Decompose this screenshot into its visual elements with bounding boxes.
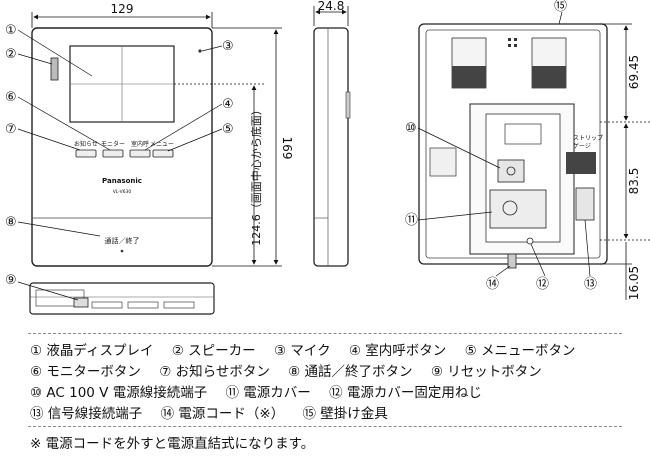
- callout-5: ⑤: [222, 122, 234, 137]
- back-middle-dim: 83.5: [627, 168, 641, 195]
- button-label-monitor: モニター: [101, 140, 125, 148]
- power-cover: [489, 189, 547, 229]
- bottom-view: ⑨: [5, 273, 215, 315]
- callout-1: ①: [5, 23, 17, 38]
- legend-item: ① 液晶ディスプレイ: [30, 343, 154, 359]
- callout-8: ⑧: [5, 215, 17, 230]
- reset-button: [73, 297, 89, 308]
- microphone: [198, 49, 202, 53]
- legend-divider-top: [28, 333, 622, 334]
- legend-row: ① 液晶ディスプレイ ② スピーカー ③ マイク ④ 室内呼ボタン ⑤ メニュー…: [30, 341, 630, 362]
- model-label: VL-V630: [113, 189, 132, 195]
- button-label-notice: お知らせ: [74, 140, 98, 148]
- signal-terminal: [575, 187, 595, 221]
- legend-item: ⑧ 通話／終了ボタン: [288, 364, 413, 380]
- callout-9: ⑨: [5, 273, 17, 288]
- front-view: 129 お知らせ モニター 室内呼 メニュー Panasonic VL-V630…: [5, 2, 294, 267]
- menu-button: [152, 149, 174, 158]
- callout-15: ⑮: [554, 0, 567, 14]
- talk-button-label: 通話／終了: [105, 236, 140, 245]
- brand-label: Panasonic: [102, 177, 142, 185]
- footnote: ※ 電源コードを外すと電源直結式になります。: [30, 436, 315, 452]
- button-label-room-call: 室内呼: [131, 140, 149, 148]
- legend-item: ⑬ 信号線接続端子: [30, 406, 143, 422]
- legend-item: ⑫ 電源カバー固定用ねじ: [329, 385, 482, 401]
- ac-terminal: [497, 159, 525, 183]
- callout-12: ⑫: [536, 277, 549, 292]
- legend-item: ⑪ 電源カバー: [225, 385, 311, 401]
- legend-item: ⑤ メニューボタン: [464, 343, 576, 359]
- back-bottom-dim: 16.05: [627, 266, 641, 300]
- legend-divider-bottom: [28, 426, 622, 427]
- legend-item: ③ マイク: [273, 343, 331, 359]
- side-depth-dim: 24.8: [318, 0, 345, 13]
- button-label-menu: メニュー: [150, 141, 174, 148]
- legend-item: ⑦ お知らせボタン: [159, 364, 270, 380]
- legend-item: ④ 室内呼ボタン: [348, 343, 447, 359]
- legend-row: ⑩ AC 100 V 電源線接続端子 ⑪ 電源カバー ⑫ 電源カバー固定用ねじ: [30, 383, 630, 404]
- callout-4: ④: [222, 97, 234, 112]
- front-width-dim: 129: [111, 2, 134, 16]
- legend-row: ⑥ モニターボタン ⑦ お知らせボタン ⑧ 通話／終了ボタン ⑨ リセットボタン: [30, 362, 630, 383]
- device-drawing: 129 お知らせ モニター 室内呼 メニュー Panasonic VL-V630…: [5, 0, 650, 315]
- speaker-slot: [50, 57, 59, 81]
- legend-item: ⑨ リセットボタン: [430, 364, 542, 380]
- callout-13: ⑬: [584, 277, 597, 292]
- legend-item: ⑩ AC 100 V 電源線接続端子: [30, 385, 208, 401]
- room-call-button: [129, 149, 151, 158]
- callout-11: ⑪: [405, 213, 418, 228]
- legend-item: ⑮ 壁掛け金具: [302, 406, 388, 422]
- callout-10: ⑩: [405, 121, 417, 136]
- svg-text:ゲージ: ゲージ: [573, 142, 591, 150]
- callout-2: ②: [5, 47, 17, 62]
- legend-item: ⑥ モニターボタン: [30, 364, 141, 380]
- side-view: 24.8: [313, 0, 351, 267]
- back-top-dim: 69.45: [627, 55, 641, 89]
- back-view: ⑮ ストリップ ゲージ: [405, 0, 650, 300]
- callout-14: ⑭: [486, 277, 499, 292]
- parts-legend: ① 液晶ディスプレイ ② スピーカー ③ マイク ④ 室内呼ボタン ⑤ メニュー…: [30, 341, 630, 425]
- screen-center-dim: 124.6（画面中心から底面）: [249, 104, 263, 246]
- monitor-button: [102, 149, 124, 158]
- talk-led: [120, 249, 124, 253]
- callout-7: ⑦: [5, 122, 17, 137]
- callout-3: ③: [222, 39, 234, 54]
- front-height-dim: 169: [280, 137, 294, 160]
- legend-item: ⑭ 電源コード（※）: [160, 406, 285, 422]
- strip-gauge-label: ストリップ: [573, 135, 603, 142]
- cover-screw: [526, 237, 534, 245]
- notice-button: [75, 149, 97, 158]
- legend-item: ② スピーカー: [171, 343, 256, 359]
- callout-6: ⑥: [5, 90, 17, 105]
- legend-row: ⑬ 信号線接続端子 ⑭ 電源コード（※） ⑮ 壁掛け金具: [30, 404, 630, 425]
